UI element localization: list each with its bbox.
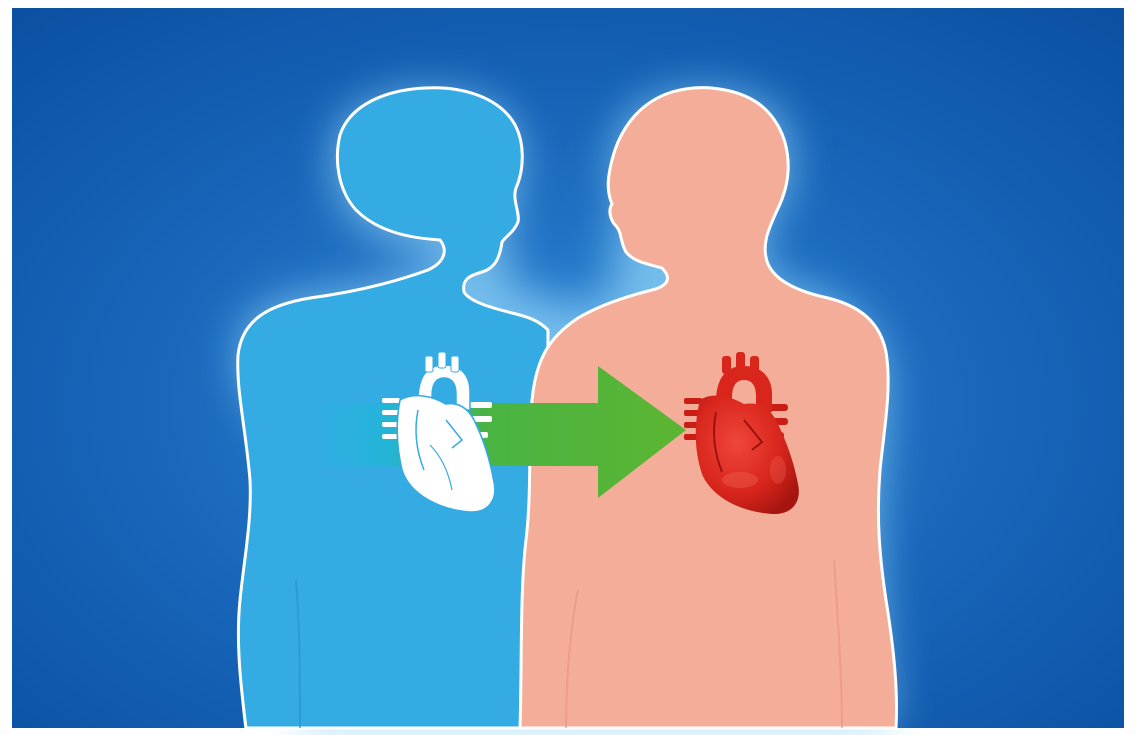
heart-transplant-illustration (0, 0, 1136, 735)
illustration-canvas (0, 0, 1136, 735)
